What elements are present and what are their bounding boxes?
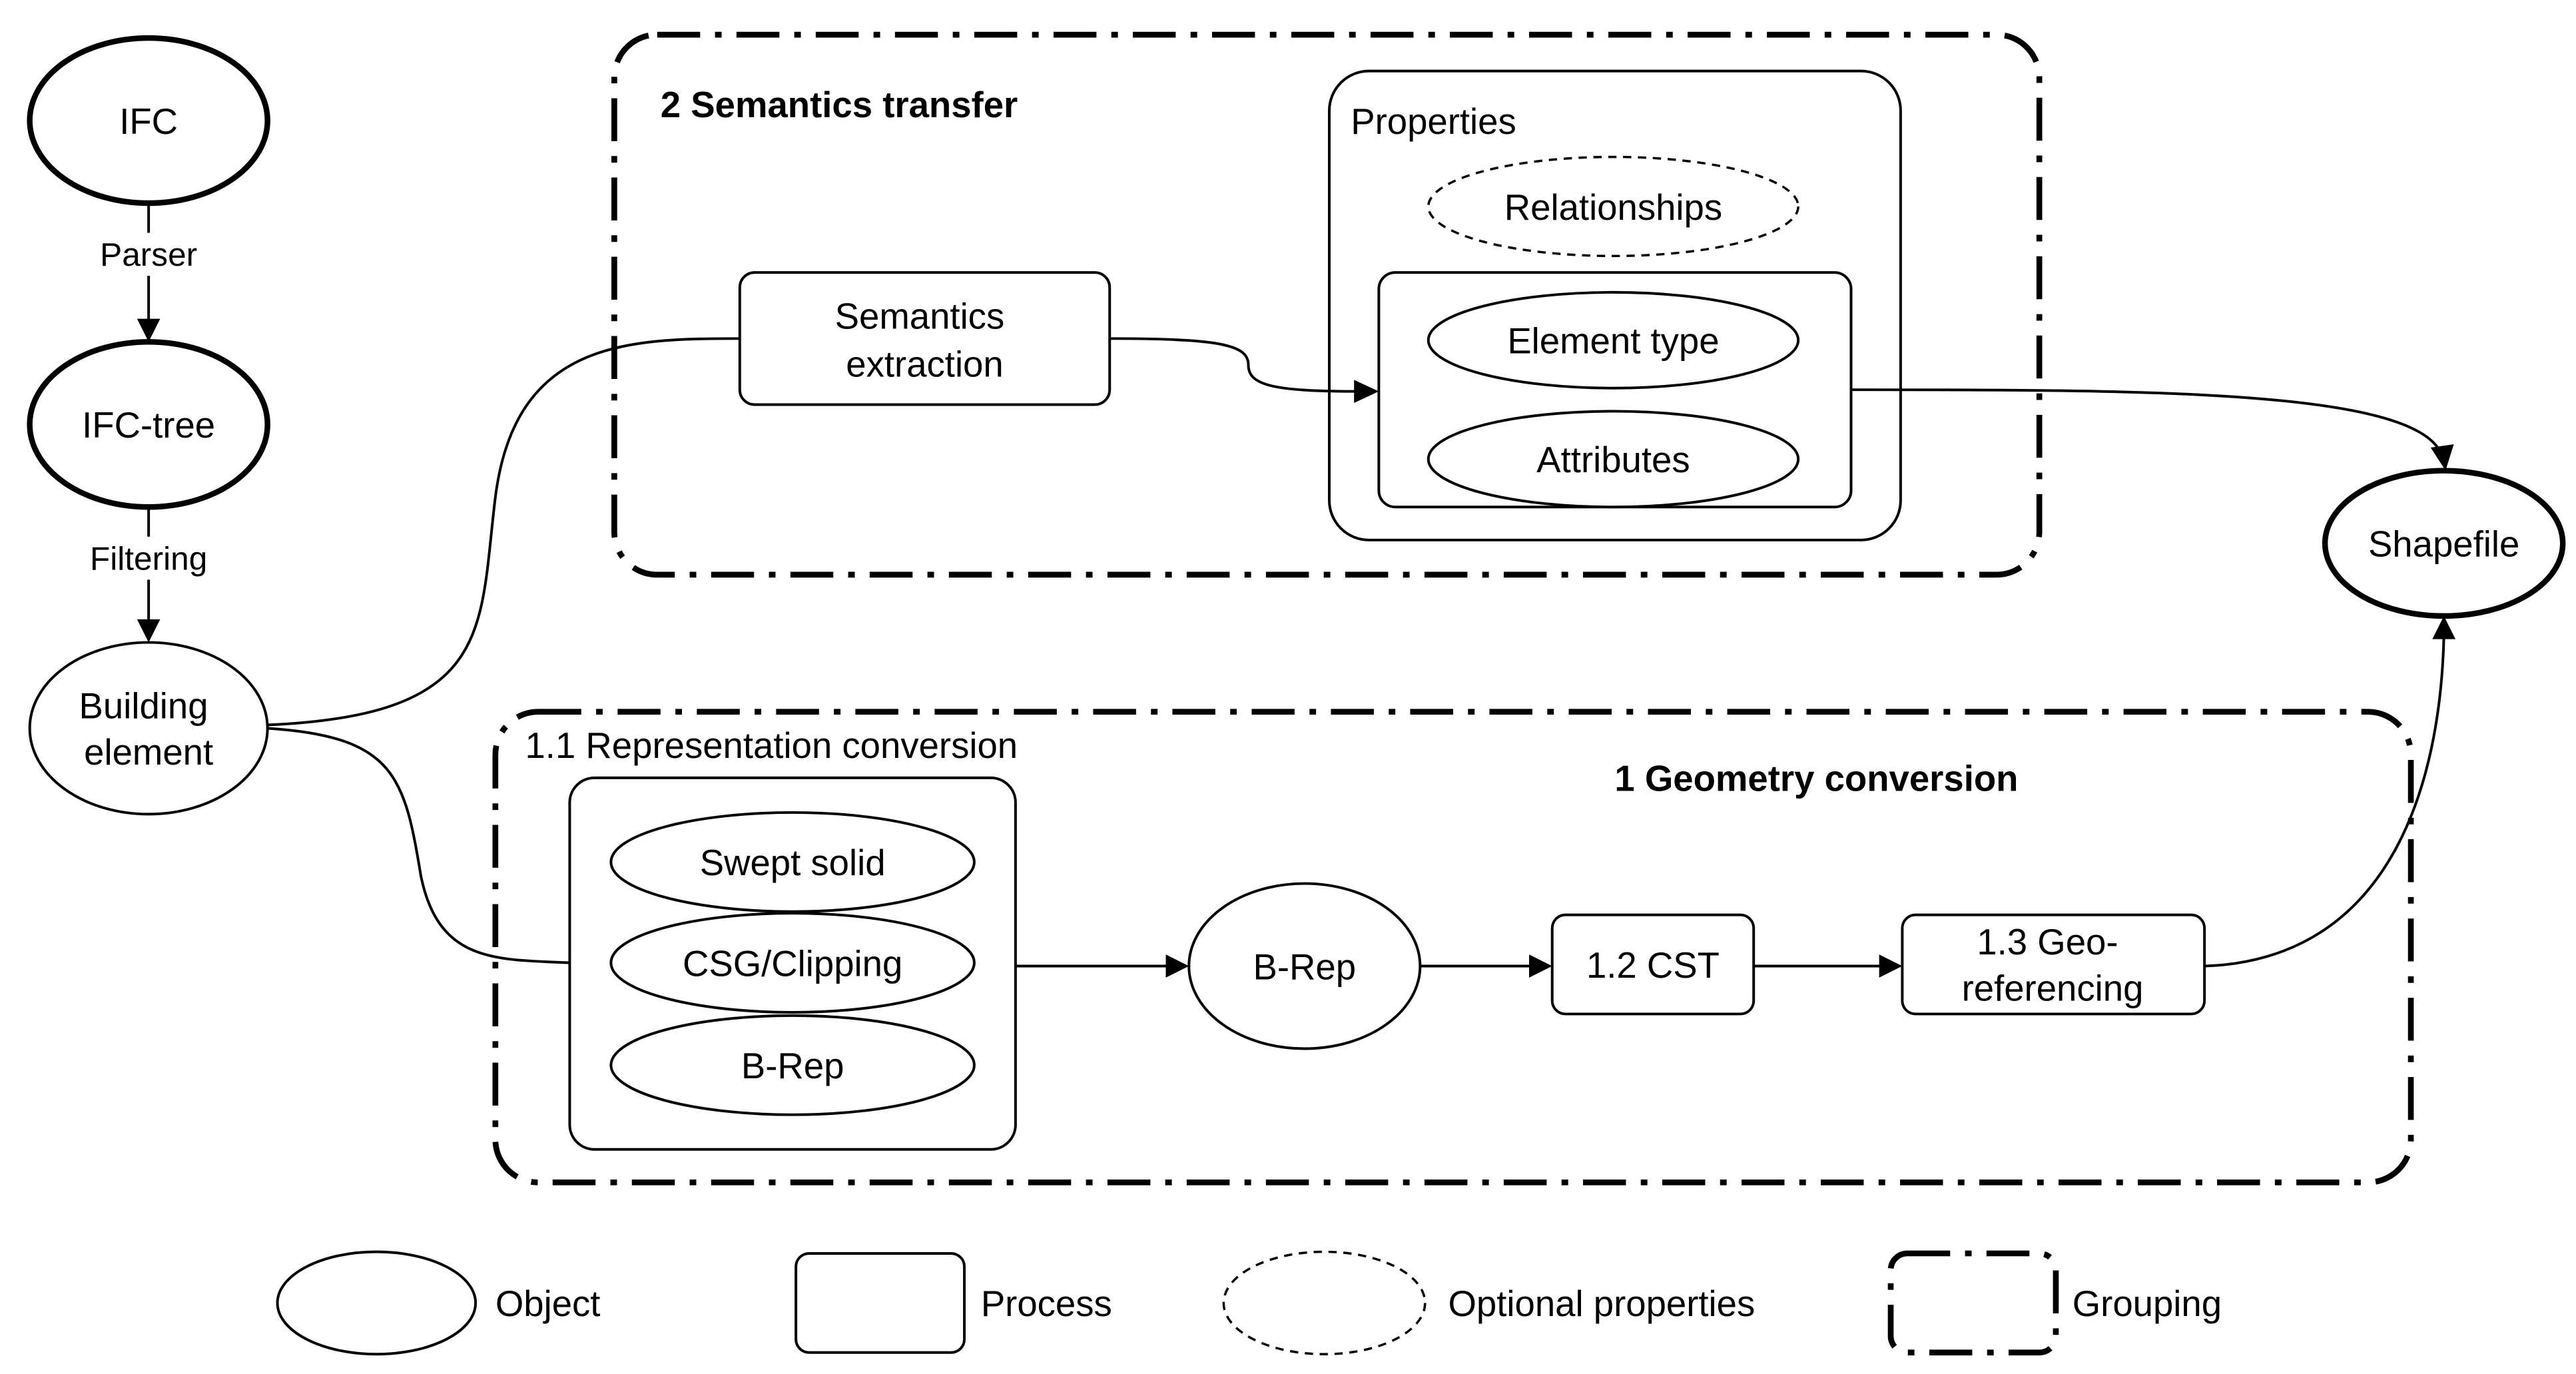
representation-to-brep-arrowhead	[1165, 954, 1189, 978]
swept-solid-node	[609, 811, 976, 913]
relationships-label: Relationships	[1504, 187, 1722, 228]
georeferencing-label: 1.3 Geo- referencing	[1962, 922, 2144, 1008]
attributes-node	[1427, 410, 1800, 509]
legend-object-symbol	[276, 1250, 478, 1356]
legend-optional-symbol	[1222, 1250, 1427, 1355]
parser-label-bg	[82, 232, 215, 276]
filtering-arrowhead	[137, 619, 161, 643]
properties-title: Properties	[1351, 101, 1516, 142]
legend-process-symbol	[795, 1251, 966, 1354]
brep-representation-node	[609, 1014, 976, 1116]
legend-object-label: Object	[495, 1283, 601, 1324]
semantics-extraction-process	[738, 271, 1112, 406]
semantics-transfer-group	[611, 31, 2043, 578]
semantics-to-properties-edge	[1110, 337, 1358, 393]
cst-to-georef-arrowhead	[1879, 954, 1903, 978]
element-type-label: Element type	[1507, 321, 1719, 362]
element-to-semantics-edge	[267, 337, 740, 727]
georeferencing-process	[1901, 913, 2206, 1016]
element-to-representation-edge	[267, 727, 570, 964]
ifc-label: IFC	[119, 101, 178, 142]
shapefile-label: Shapefile	[2368, 524, 2519, 565]
cst-label: 1.2 CST	[1586, 945, 1720, 986]
legend-process-label: Process	[981, 1283, 1112, 1324]
ifc-tree-label: IFC-tree	[82, 405, 215, 446]
legend-grouping-label: Grouping	[2073, 1283, 2222, 1324]
filtering-label-bg	[73, 536, 225, 580]
brep-representation-label: B-Rep	[741, 1046, 844, 1086]
attributes-label: Attributes	[1536, 440, 1690, 480]
properties-to-shapefile-arrowhead	[2430, 444, 2454, 471]
brep-to-cst-arrowhead	[1529, 954, 1552, 978]
cst-process	[1550, 913, 1756, 1016]
building-element-node	[28, 641, 269, 816]
legend-grouping-symbol	[1887, 1250, 2059, 1356]
parser-label: Parser	[100, 236, 197, 273]
geometry-conversion-group	[492, 709, 2414, 1186]
properties-to-shapefile-edge	[1851, 388, 2442, 454]
swept-solid-label: Swept solid	[700, 843, 886, 883]
semantics-transfer-title: 2 Semantics transfer	[661, 85, 1018, 125]
csg-clipping-label: CSG/Clipping	[683, 943, 902, 984]
parser-arrowhead	[137, 318, 161, 342]
representation-conversion-title: 1.1 Representation conversion	[525, 725, 1018, 766]
filtering-label: Filtering	[90, 539, 207, 577]
geometry-conversion-title: 1 Geometry conversion	[1614, 759, 2018, 799]
georef-to-shapefile-arrowhead	[2432, 615, 2455, 639]
csg-clipping-node	[609, 912, 976, 1014]
georef-to-shapefile-edge	[2204, 635, 2445, 968]
relationships-node	[1427, 155, 1799, 258]
brep-object-label: B-Rep	[1253, 946, 1357, 987]
semantics-to-properties-arrowhead	[1354, 380, 1379, 404]
legend-optional-label: Optional properties	[1449, 1283, 1756, 1324]
building-element-label: Building element	[79, 686, 218, 773]
element-type-node	[1427, 290, 1800, 390]
semantics-extraction-label: Semantics extraction	[835, 296, 1015, 384]
